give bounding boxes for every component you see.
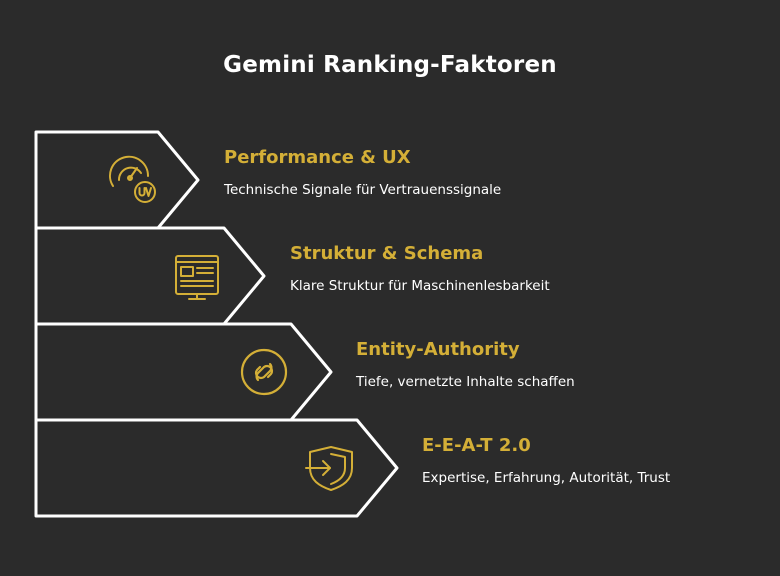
- layer-3: Entity-Authority Tiefe, vernetzte Inhalt…: [356, 339, 575, 390]
- structured-monitor-icon: [175, 255, 219, 300]
- speedometer-uv-icon: [109, 155, 156, 203]
- layer-3-heading: Entity-Authority: [356, 339, 520, 360]
- layer-4: E-E-A-T 2.0 Expertise, Erfahrung, Autori…: [422, 435, 670, 486]
- layer-2-description: Klare Struktur für Maschinenlesbarkeit: [290, 278, 550, 294]
- layer-shape-1: [34, 130, 200, 230]
- layer-1: Performance & UX Technische Signale für …: [224, 147, 501, 198]
- layer-4-heading: E-E-A-T 2.0: [422, 435, 531, 456]
- layer-shape-2: [34, 226, 266, 326]
- layer-1-heading: Performance & UX: [224, 147, 411, 168]
- layer-shape-4: [34, 418, 399, 518]
- layer-2-heading: Struktur & Schema: [290, 243, 484, 264]
- layer-shape-3: [34, 322, 333, 422]
- layer-4-description: Expertise, Erfahrung, Autorität, Trust: [422, 470, 671, 486]
- layer-3-description: Tiefe, vernetzte Inhalte schaffen: [356, 374, 575, 390]
- linked-circle-icon: [240, 348, 288, 396]
- diagram-title: Gemini Ranking-Faktoren: [223, 52, 557, 78]
- shield-arrow-icon: [305, 446, 353, 491]
- layer-2: Struktur & Schema Klare Struktur für Mas…: [290, 243, 550, 294]
- layer-1-description: Technische Signale für Vertrauenssignale: [224, 182, 502, 198]
